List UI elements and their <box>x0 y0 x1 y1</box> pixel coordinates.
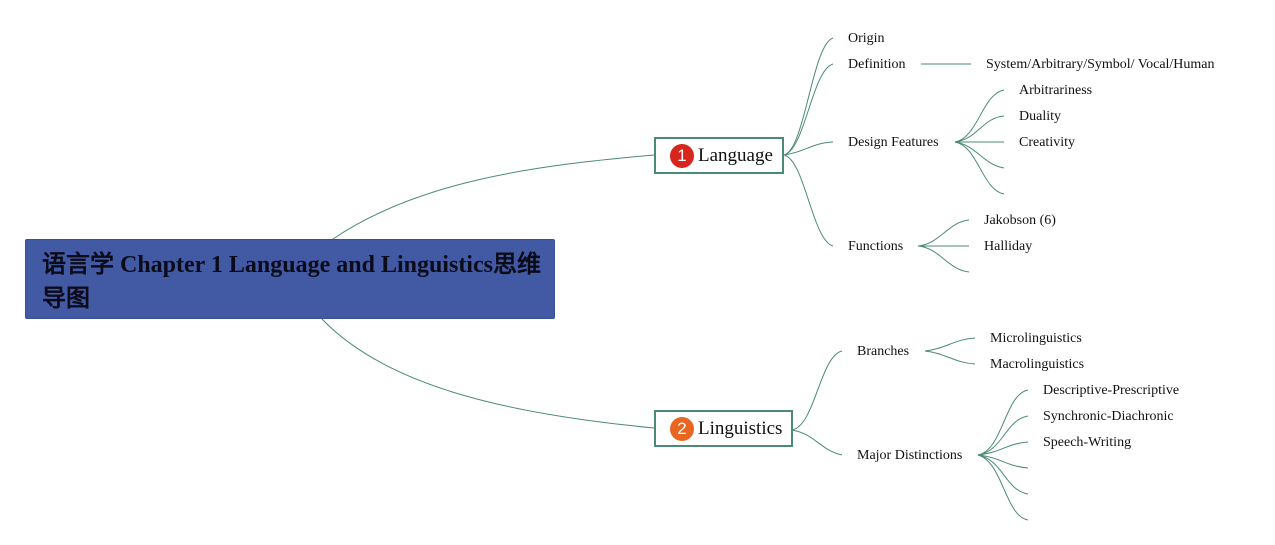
branch-label: Language <box>698 144 773 166</box>
branch-language[interactable]: 1 Language <box>654 137 784 174</box>
branch-linguistics[interactable]: 2 Linguistics <box>654 410 793 447</box>
root-title: 语言学 Chapter 1 Language and Linguistics思维… <box>42 252 541 312</box>
topic-major-distinctions[interactable]: Major Distinctions <box>857 448 963 463</box>
topic-definition-detail[interactable]: System/Arbitrary/Symbol/ Vocal/Human <box>986 57 1215 72</box>
topic-origin[interactable]: Origin <box>848 31 885 46</box>
topic-functions[interactable]: Functions <box>848 239 904 254</box>
number-badge-icon: 1 <box>670 143 694 168</box>
number-badge-icon: 2 <box>670 416 694 441</box>
topic-design-features[interactable]: Design Features <box>848 135 939 150</box>
topic-duality[interactable]: Duality <box>1019 109 1061 124</box>
topic-arbitrariness[interactable]: Arbitrariness <box>1019 83 1093 98</box>
topic-synchronic-diachronic[interactable]: Synchronic-Diachronic <box>1043 409 1174 424</box>
topic-branches[interactable]: Branches <box>857 344 910 359</box>
topic-speech-writing[interactable]: Speech-Writing <box>1043 435 1132 450</box>
branch-label: Linguistics <box>698 417 783 439</box>
topic-definition[interactable]: Definition <box>848 57 906 72</box>
topic-descriptive-prescriptive[interactable]: Descriptive-Prescriptive <box>1043 383 1180 398</box>
root-topic[interactable]: 语言学 Chapter 1 Language and Linguistics思维… <box>25 239 555 319</box>
topic-creativity[interactable]: Creativity <box>1019 135 1075 150</box>
topic-jakobson[interactable]: Jakobson (6) <box>984 213 1056 228</box>
topic-microlinguistics[interactable]: Microlinguistics <box>990 331 1082 346</box>
topic-macrolinguistics[interactable]: Macrolinguistics <box>990 357 1085 372</box>
topic-halliday[interactable]: Halliday <box>984 239 1033 254</box>
